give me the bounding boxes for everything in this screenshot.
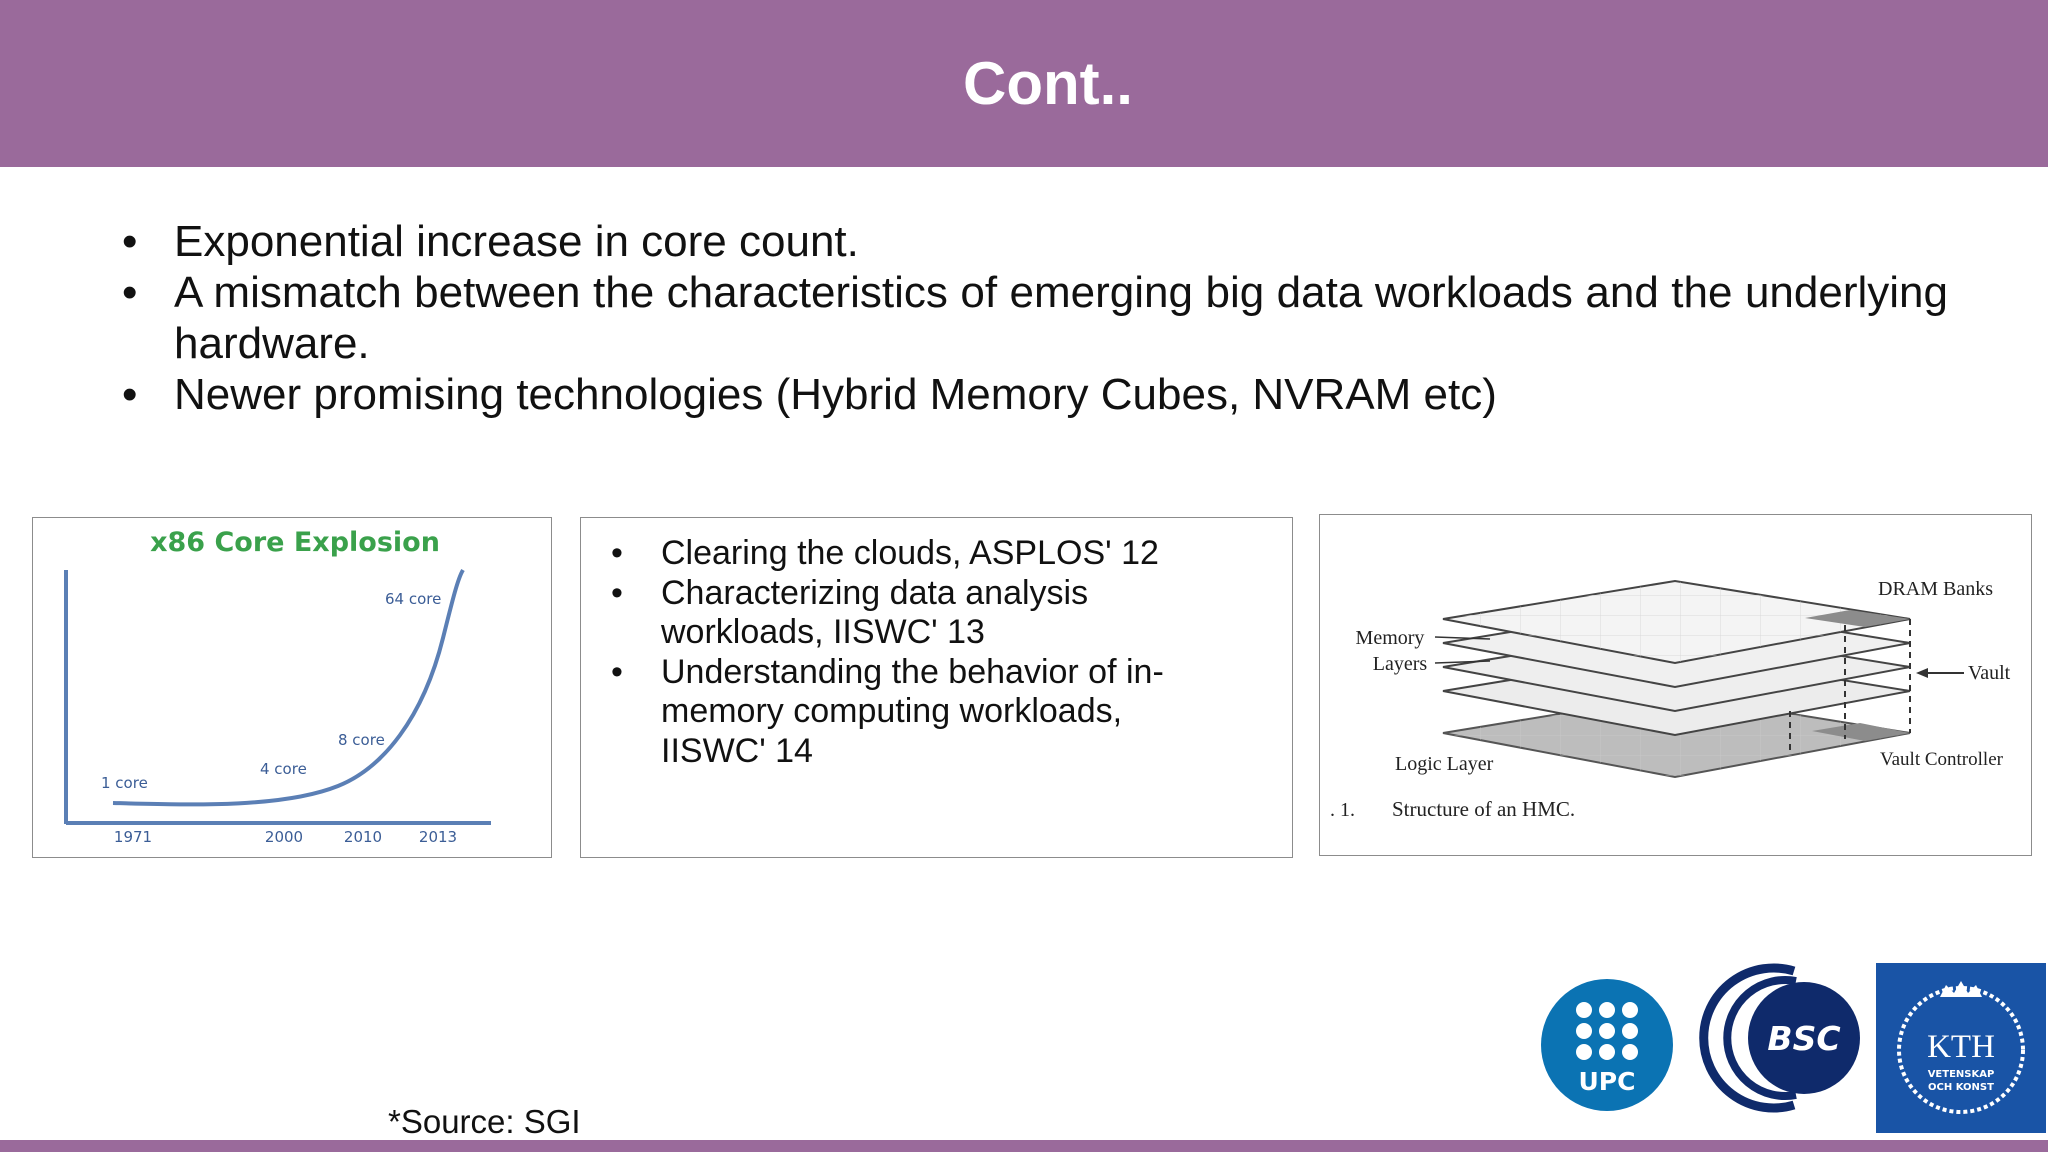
dram-bank-highlight [1805,610,1910,627]
bullet-item: Newer promising technologies (Hybrid Mem… [122,369,1948,420]
label-vault-controller: Vault Controller [1880,749,2004,770]
label-1-core: 1 core [101,774,148,792]
reference-item: Understanding the behavior of in-memory … [609,653,1229,772]
source-note: *Source: SGI [388,1103,581,1140]
vault-controller-highlight [1812,723,1910,741]
logic-layer-grid [1443,695,1910,777]
year-1971: 1971 [114,828,152,846]
hmc-structure-figure: DRAM Banks Memory Layers Vault Logic Lay… [1319,514,2032,856]
year-2010: 2010 [344,828,382,846]
references-box: Clearing the clouds, ASPLOS' 12 Characte… [580,517,1293,858]
footer-bar [0,1140,2048,1152]
label-memory: Memory [1356,627,1425,649]
reference-list: Clearing the clouds, ASPLOS' 12 Characte… [609,534,1229,771]
memory-pointer-line [1434,636,1491,640]
label-logic-layer: Logic Layer [1395,753,1494,775]
bsc-logo: BSC [1699,963,1860,1113]
label-vault: Vault [1968,662,2011,684]
vault-arrow-head [1916,668,1928,678]
core-explosion-chart: x86 Core Explosion 1 core 4 core 8 core … [64,527,491,846]
kth-logo-text: KTH [1927,1029,1995,1065]
label-4-core: 4 core [260,760,307,778]
core-count-curve [112,568,465,807]
label-8-core: 8 core [338,731,385,749]
label-64-core: 64 core [385,590,441,608]
bullet-item: Exponential increase in core count. [122,216,1948,267]
year-2000: 2000 [265,828,303,846]
core-explosion-figure: x86 Core Explosion 1 core 4 core 8 core … [32,517,552,858]
reference-item: Characterizing data analysis workloads, … [609,574,1229,653]
hmc-diagram: DRAM Banks Memory Layers Vault Logic Lay… [1330,578,2011,821]
title-bar [0,0,2048,167]
year-2013: 2013 [419,828,457,846]
reference-item: Clearing the clouds, ASPLOS' 12 [609,534,1229,574]
memory-layer-grid [1443,581,1910,663]
chart-title: x86 Core Explosion [150,527,440,558]
upc-logo-text: UPC [1579,1067,1636,1096]
upc-logo: UPC [1541,979,1673,1111]
label-layers: Layers [1373,653,1428,675]
slide-title: Cont.. [963,50,1133,117]
label-dram-banks: DRAM Banks [1878,578,1993,600]
kth-logo-subtext: VETENSKAP [1928,1069,1995,1080]
figure-number: . 1. [1330,799,1355,821]
memory-pointer-line [1434,660,1491,664]
kth-logo: KTH VETENSKAP OCH KONST [1876,963,2046,1133]
main-bullet-list: Exponential increase in core count. A mi… [122,216,1948,420]
bsc-logo-text: BSC [1767,1019,1840,1058]
figure-caption: Structure of an HMC. [1392,797,1575,821]
bullet-item: A mismatch between the characteristics o… [122,267,1948,369]
kth-logo-subtext: OCH KONST [1928,1082,1994,1093]
